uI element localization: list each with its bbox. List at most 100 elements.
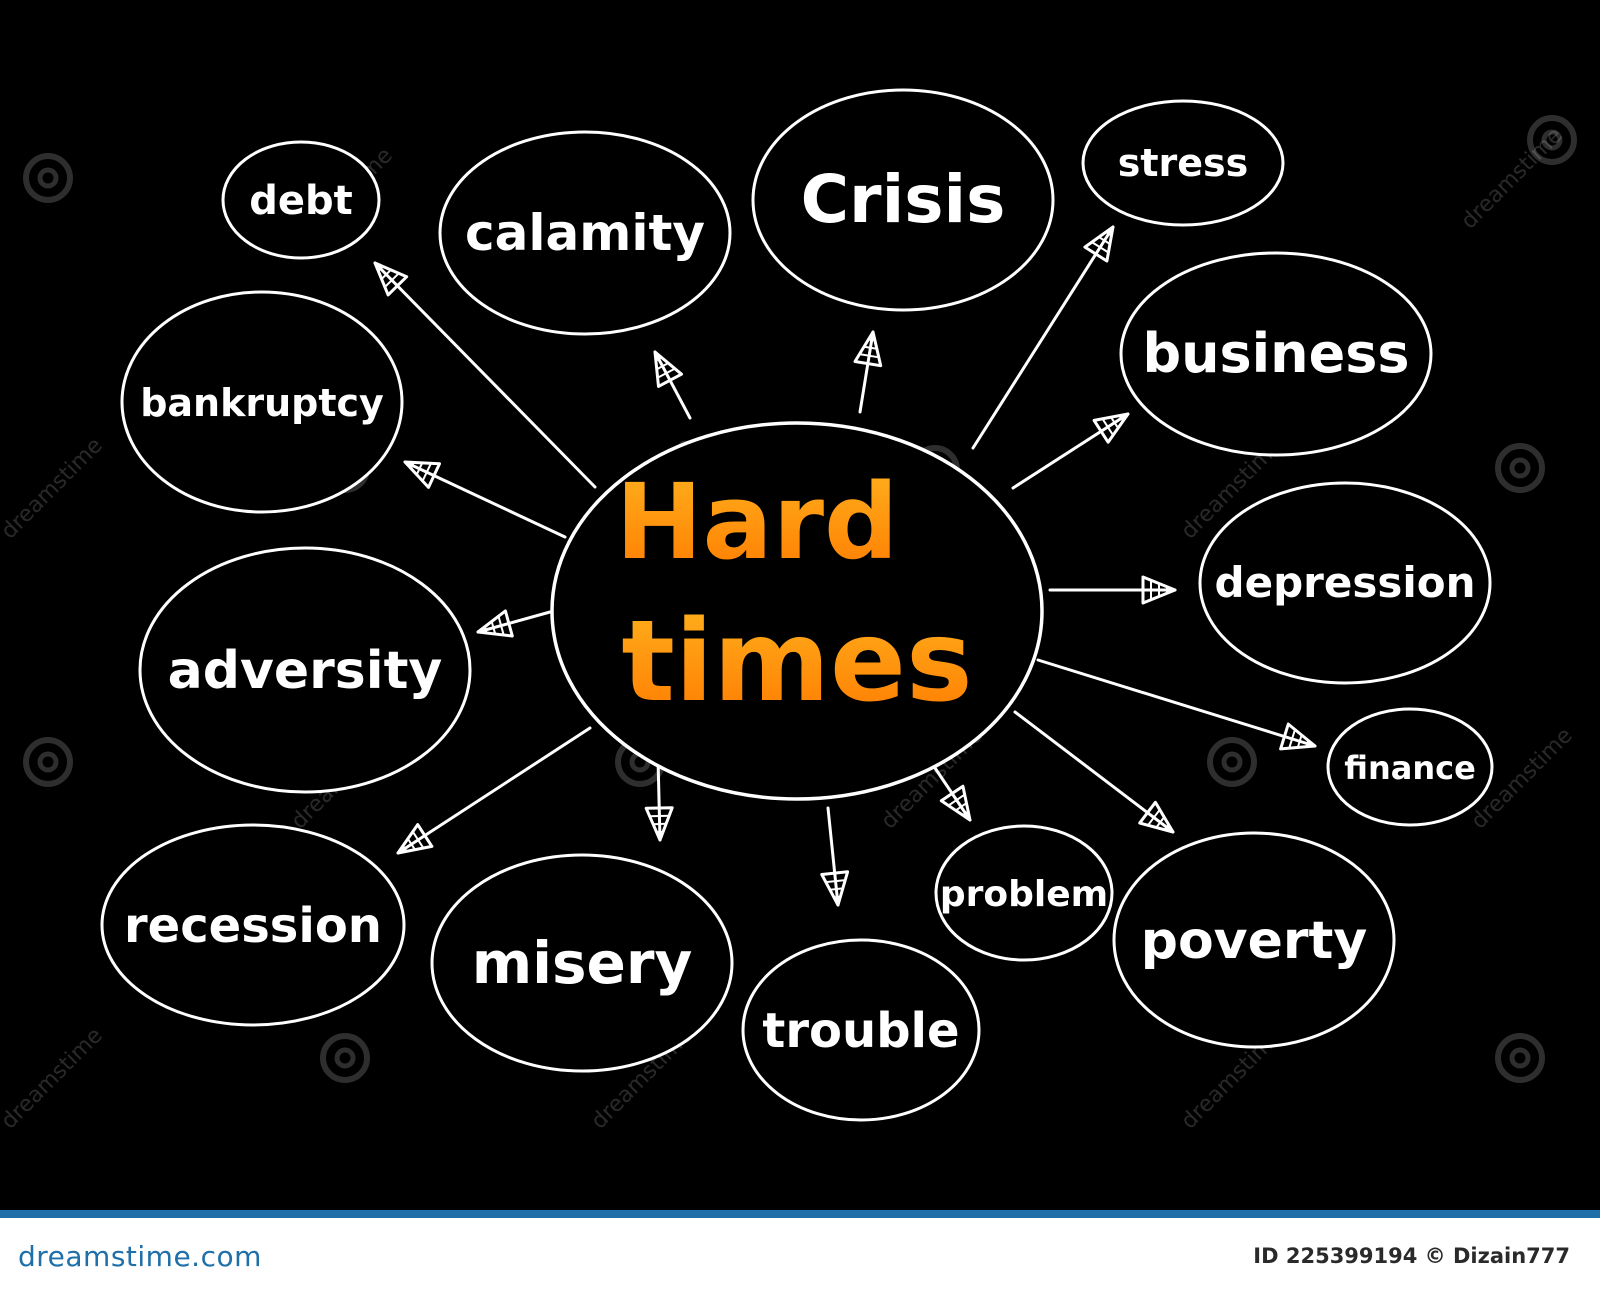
node-adversity-label: adversity (168, 641, 443, 701)
arrow-to-misery (644, 756, 674, 842)
arrowhead-hatch (656, 362, 669, 371)
mind-map-diagram: dreamstime dreamstime dreamstime dreamst… (0, 88, 1578, 1134)
node-depression-outline (1198, 481, 1492, 685)
arrow-to-crisis (853, 330, 883, 414)
node-problem: problem (934, 824, 1114, 962)
arrowhead-icon (853, 330, 883, 368)
watermark-logo-icon (1527, 115, 1577, 165)
arrow-to-bankruptcy (403, 460, 567, 539)
node-stress-label: stress (1118, 141, 1249, 185)
node-trouble-label: trouble (762, 1003, 959, 1059)
arrowhead-hatch (483, 626, 488, 634)
arrowhead-hatch (955, 802, 968, 812)
node-poverty: poverty (1112, 831, 1396, 1049)
arrow-to-calamity (653, 350, 692, 420)
arrowhead-hatch (868, 338, 876, 342)
arrowhead-hatch (1155, 816, 1165, 829)
node-crisis: Crisis (751, 88, 1055, 312)
arrowhead-hatch (657, 367, 676, 379)
arrowhead-hatch (409, 462, 415, 469)
arrow-line (373, 261, 597, 489)
arrowhead-hatch (421, 462, 432, 482)
arrowhead-hatch (859, 353, 879, 359)
arrowhead-hatch (402, 845, 408, 852)
node-misery-label: misery (472, 929, 693, 997)
node-recession-outline (100, 823, 406, 1027)
arrowhead-hatch (1110, 416, 1119, 429)
arrowhead-hatch (833, 895, 841, 899)
arrowhead-icon (403, 460, 441, 489)
node-depression: depression (1198, 481, 1492, 685)
arrow-to-debt (373, 261, 597, 489)
arrow-to-adversity (476, 609, 552, 638)
node-bankruptcy-outline (120, 290, 404, 514)
node-finance: finance (1326, 707, 1494, 827)
watermark-logo-icon (1495, 443, 1545, 493)
arrow-to-poverty (1013, 710, 1175, 834)
arrowhead-hatch (962, 810, 969, 817)
node-business: business (1119, 251, 1433, 457)
node-calamity: calamity (438, 130, 732, 336)
node-debt-label: debt (249, 178, 353, 224)
node-calamity-outline (438, 130, 732, 336)
node-stress: stress (1081, 99, 1285, 227)
arrowhead-hatch (380, 269, 392, 280)
arrowhead-hatch (1305, 740, 1310, 747)
node-poverty-label: poverty (1141, 911, 1368, 971)
arrow-to-finance (1036, 658, 1317, 751)
watermark-text: dreamstime (0, 433, 108, 544)
node-misery-outline (430, 853, 734, 1073)
connector-layer (373, 225, 1317, 907)
arrowhead-hatch (1147, 809, 1161, 826)
footer-brand[interactable]: dreamstime.com (18, 1240, 262, 1273)
node-problem-label: problem (940, 874, 1108, 915)
node-business-label: business (1142, 322, 1409, 385)
arrow-line (476, 610, 552, 634)
node-calamity-label: calamity (465, 204, 705, 262)
watermark-text: dreamstime (0, 1023, 108, 1134)
arrowhead-hatch (497, 615, 505, 636)
arrow-to-problem (933, 766, 972, 822)
arrowhead-hatch (490, 621, 497, 635)
footer-image-credit: ID 225399194 © Dizain777 (1253, 1244, 1570, 1268)
node-bankruptcy: bankruptcy (120, 290, 404, 514)
arrowhead-icon (373, 261, 409, 297)
node-problem-outline (934, 824, 1114, 962)
arrow-line (1036, 658, 1317, 748)
node-crisis-label: Crisis (801, 161, 1006, 238)
node-recession: recession (100, 823, 406, 1027)
node-trouble: trouble (741, 938, 981, 1122)
center-title-line1: Hard (616, 461, 899, 583)
arrowhead-hatch (655, 356, 663, 362)
arrowhead-hatch (1101, 418, 1114, 436)
node-finance-label: finance (1344, 749, 1476, 787)
arrowhead-hatch (384, 272, 400, 288)
arrowhead-icon (653, 350, 683, 388)
arrowhead-hatch (1098, 236, 1111, 245)
watermark-logo-icon (23, 153, 73, 203)
node-stress-outline (1081, 99, 1285, 227)
footer-accent-bar (0, 1210, 1600, 1218)
footer-banner: dreamstime.com ID 225399194 © Dizain777 (0, 1210, 1600, 1299)
node-finance-outline (1326, 707, 1494, 827)
node-recession-label: recession (124, 898, 382, 954)
arrowhead-hatch (1091, 241, 1109, 254)
watermark-logo-icon (23, 737, 73, 787)
node-bankruptcy-label: bankruptcy (140, 381, 384, 425)
node-debt: debt (221, 140, 381, 260)
arrowhead-hatch (1105, 231, 1113, 237)
watermark-logo-icon (320, 1033, 370, 1083)
arrowhead-hatch (415, 462, 424, 476)
arrow-line (653, 350, 692, 420)
arrow-to-stress (971, 225, 1115, 450)
node-business-outline (1119, 251, 1433, 457)
arrow-line (656, 756, 662, 842)
arrow-to-trouble (820, 806, 850, 907)
arrowhead-hatch (1163, 823, 1170, 831)
watermark-text: dreamstime (1457, 123, 1568, 234)
arrowhead-hatch (863, 345, 877, 350)
arrow-line (1013, 710, 1175, 834)
node-debt-outline (221, 140, 381, 260)
arrow-to-depression (1048, 575, 1177, 605)
arrowhead-hatch (825, 879, 846, 884)
